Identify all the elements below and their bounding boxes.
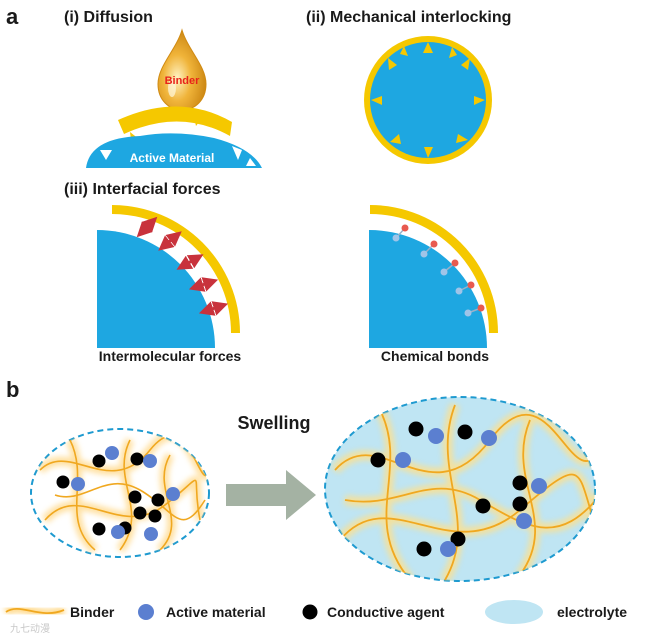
binder-drop-icon xyxy=(157,28,207,111)
title-interfacial-forces: (iii) Interfacial forces xyxy=(64,181,221,198)
legend-active-material-icon xyxy=(138,604,154,620)
active-material-label: Active Material xyxy=(130,151,215,165)
electrode-before-swelling xyxy=(30,428,210,558)
mechanical-interlocking-illustration xyxy=(364,36,492,164)
caption-chemical-bonds: Chemical bonds xyxy=(381,348,489,364)
intermolecular-forces-illustration xyxy=(97,205,240,348)
electrode-after-swelling xyxy=(324,396,596,582)
title-mechanical-interlocking: (ii) Mechanical interlocking xyxy=(306,9,511,26)
legend-binder-label: Binder xyxy=(70,604,115,620)
diffusion-illustration: Binder Active Material xyxy=(86,28,262,168)
legend: Binder Active material Conductive agent … xyxy=(3,600,627,624)
swelling-arrow xyxy=(226,470,316,520)
legend-active-material-label: Active material xyxy=(166,604,266,620)
caption-intermolecular-forces: Intermolecular forces xyxy=(99,348,242,364)
legend-electrolyte-label: electrolyte xyxy=(557,604,627,620)
swelling-label: Swelling xyxy=(237,413,310,433)
panel-b-letter: b xyxy=(6,377,19,402)
legend-conductive-agent-icon xyxy=(302,604,318,620)
legend-binder-icon xyxy=(3,604,66,618)
active-material-dome xyxy=(86,133,262,168)
chemical-bonds-illustration xyxy=(369,205,498,348)
panel-a-letter: a xyxy=(6,4,19,29)
legend-conductive-agent-label: Conductive agent xyxy=(327,604,445,620)
binder-drop-label: Binder xyxy=(165,75,201,87)
legend-electrolyte-icon xyxy=(485,600,543,624)
title-diffusion: (i) Diffusion xyxy=(64,9,153,26)
binder-layer-arc xyxy=(118,106,232,136)
watermark-text: 九七动漫 xyxy=(10,623,50,635)
